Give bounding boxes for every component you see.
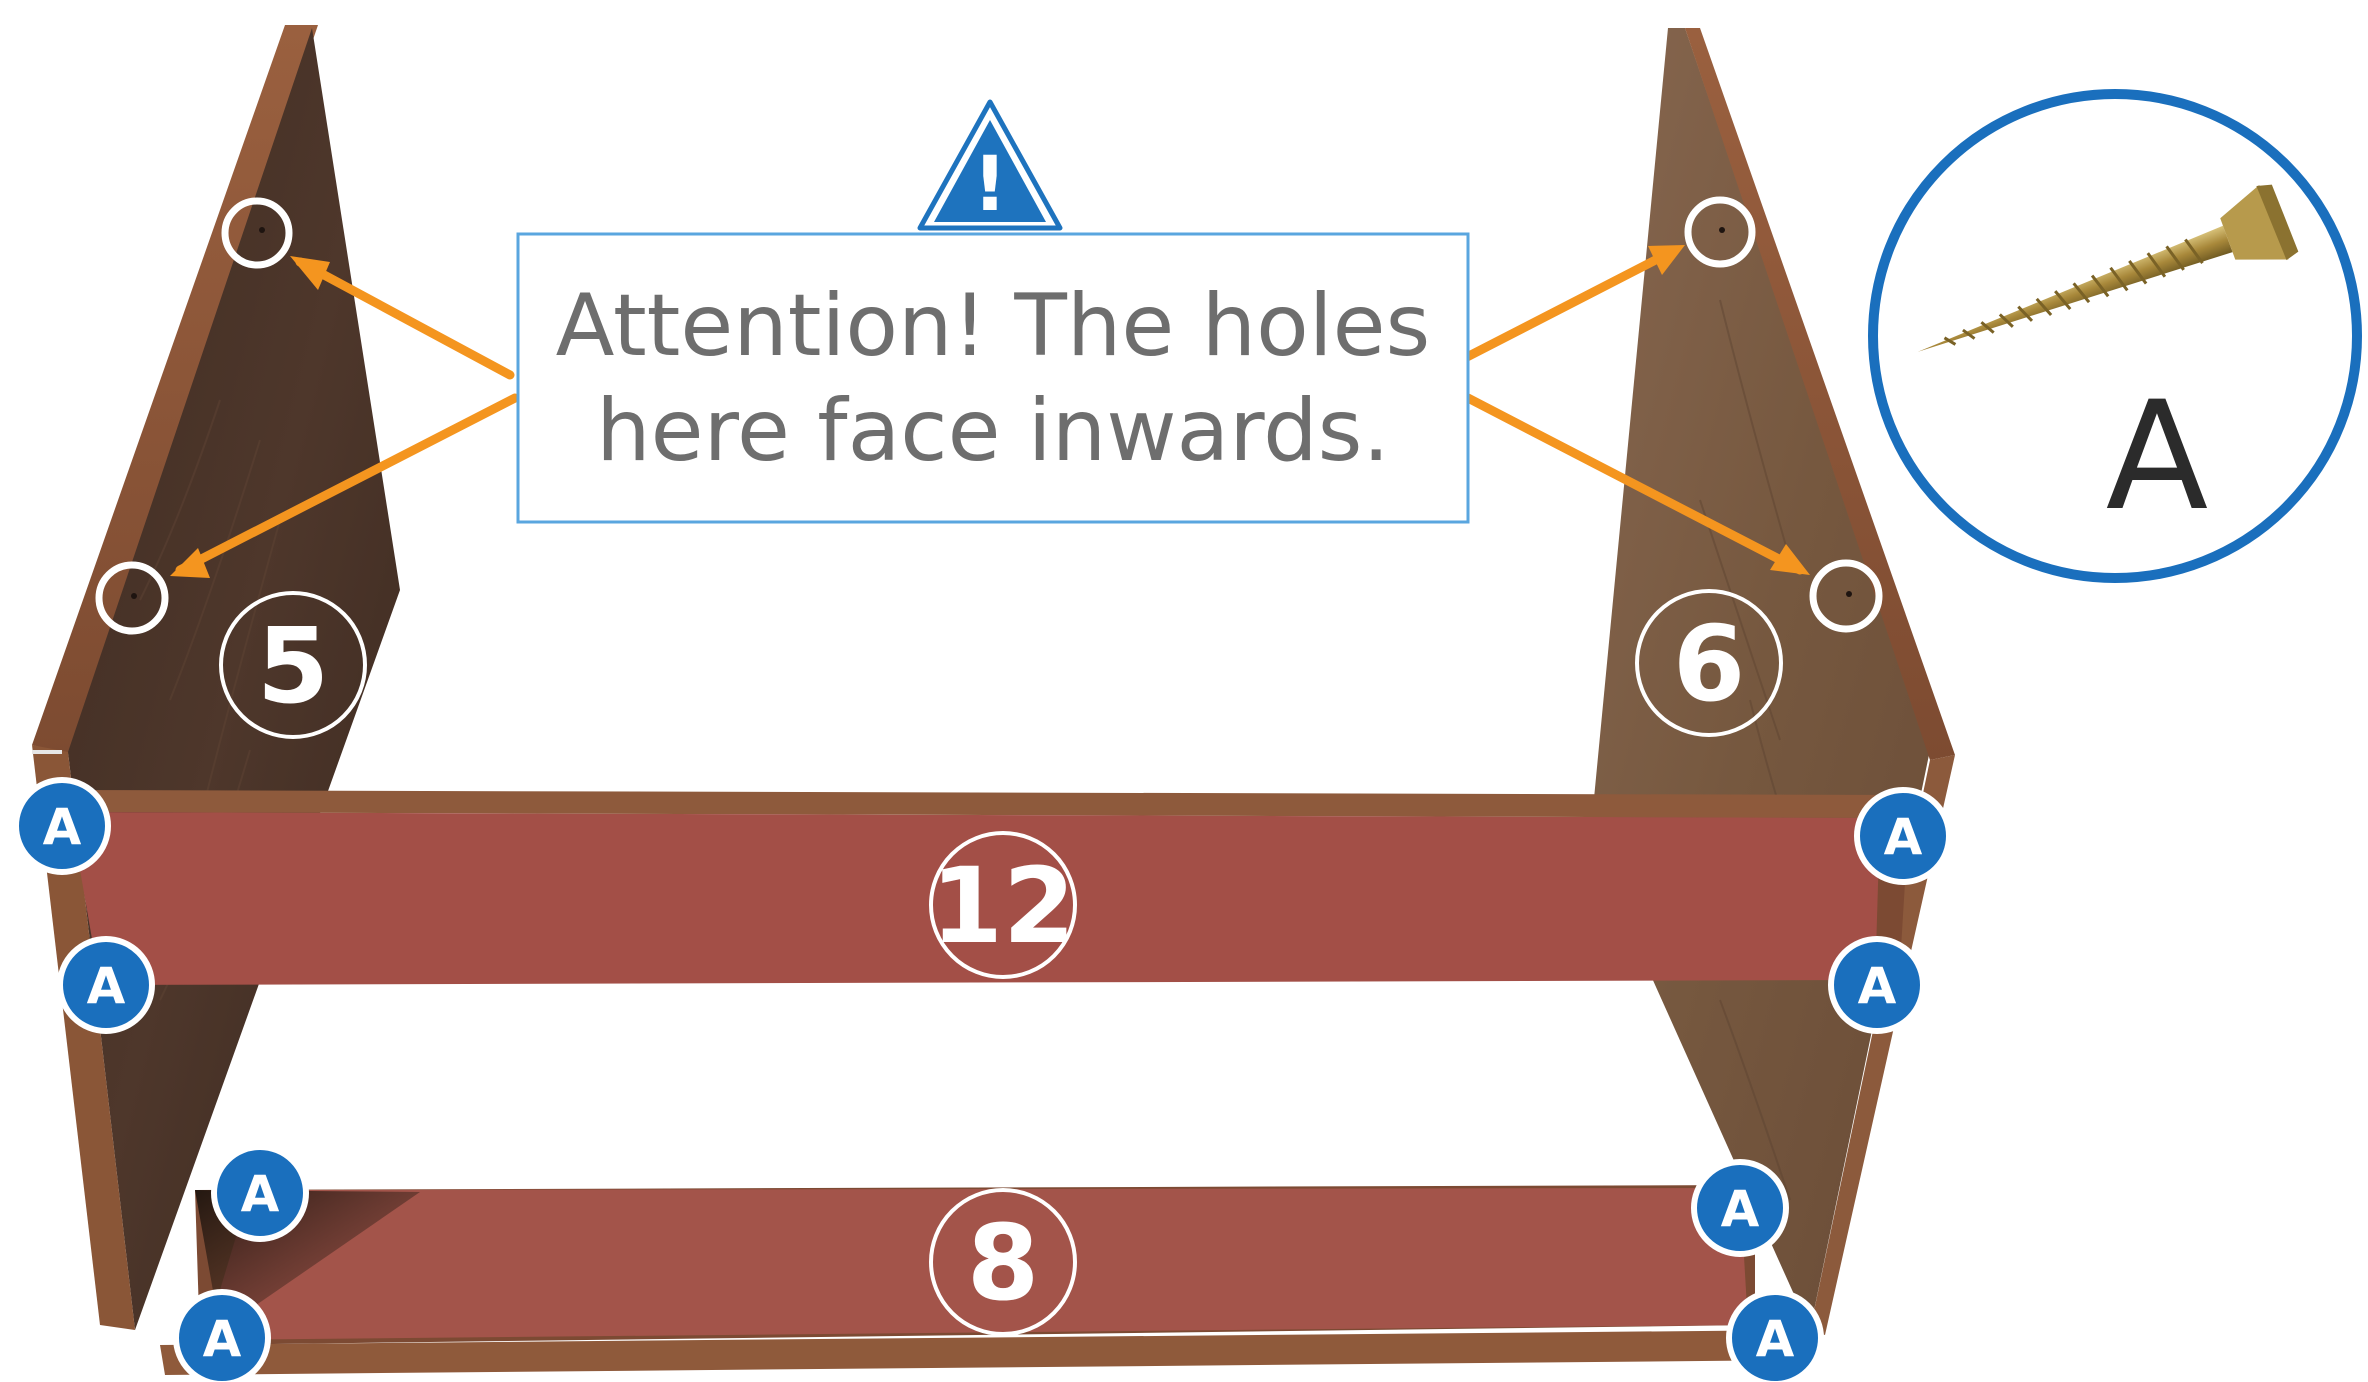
svg-text:A: A — [1756, 1310, 1795, 1368]
screw-marker: A — [60, 939, 152, 1031]
screw-marker: A — [176, 1292, 268, 1382]
screw-marker: A — [16, 780, 108, 872]
svg-text:A: A — [87, 957, 126, 1015]
warning-triangle-icon: ! — [920, 102, 1060, 228]
legend-label: A — [2106, 370, 2209, 544]
svg-text:A: A — [1884, 808, 1923, 866]
screw-marker: A — [1831, 939, 1923, 1031]
svg-text:A: A — [241, 1165, 280, 1223]
svg-text:A: A — [1721, 1180, 1760, 1238]
part-number-bottom-shelf: 8 — [967, 1202, 1039, 1324]
part-number-top-rail: 12 — [931, 845, 1076, 967]
warning-symbol: ! — [973, 139, 1008, 228]
svg-text:A: A — [203, 1310, 242, 1368]
screw-marker: A — [214, 1147, 306, 1239]
warning-callout: ! Attention! The holes here face inwards… — [518, 102, 1468, 522]
svg-text:A: A — [1858, 957, 1897, 1015]
warning-line-2: here face inwards. — [596, 381, 1390, 481]
warning-line-1: Attention! The holes — [556, 276, 1431, 376]
left-side-panel — [32, 25, 400, 1330]
part-number-right-panel: 6 — [1673, 603, 1745, 725]
screw-marker: A — [1729, 1292, 1821, 1382]
hardware-legend: A — [1873, 94, 2357, 578]
screw-marker: A — [1857, 790, 1949, 882]
part-number-left-panel: 5 — [257, 605, 329, 727]
svg-text:A: A — [43, 798, 82, 856]
screw-marker: A — [1694, 1162, 1786, 1254]
